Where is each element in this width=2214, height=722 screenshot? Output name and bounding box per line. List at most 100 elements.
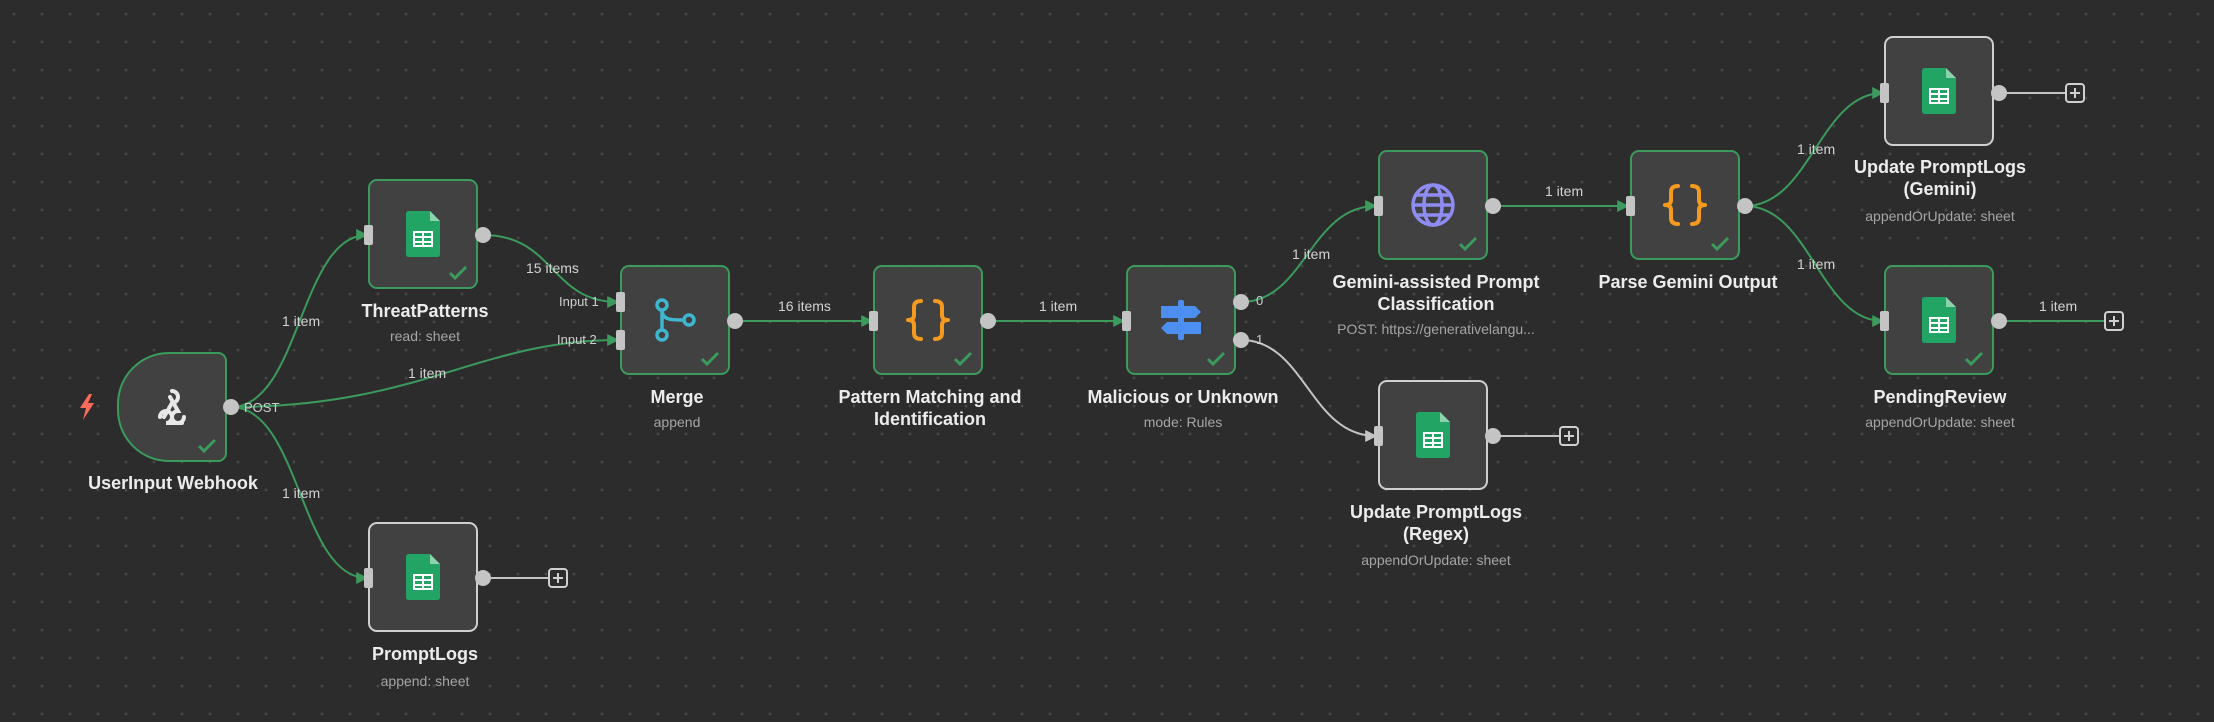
input-handle-2[interactable] <box>616 330 625 350</box>
google-sheets-icon <box>406 211 440 257</box>
connection-label: 1 item <box>408 365 447 381</box>
output-handle[interactable] <box>1991 313 2007 329</box>
output-handle[interactable] <box>1485 198 1501 214</box>
checkmark-icon <box>953 351 973 367</box>
node-title: Malicious or Unknown <box>1087 387 1279 407</box>
connection-label: 1 item <box>1797 256 1836 272</box>
google-sheets-icon <box>1416 412 1450 458</box>
connection-label: 1 item <box>2039 298 2078 314</box>
add-node-button[interactable] <box>1559 426 1579 446</box>
node-userinput-webhook[interactable] <box>117 352 227 462</box>
input-handle[interactable] <box>1122 311 1131 331</box>
node-threatpatterns[interactable] <box>368 179 478 289</box>
output-handle[interactable] <box>475 227 491 243</box>
node-title: ThreatPatterns <box>361 301 489 321</box>
node-update-promptlogs-gemini[interactable] <box>1884 36 1994 146</box>
connection-label: 16 items <box>778 298 831 314</box>
input-label-1: Input 1 <box>559 294 599 309</box>
node-title: PendingReview <box>1873 387 2007 407</box>
connection-label: 1 item <box>1039 298 1078 314</box>
input-handle[interactable] <box>1626 196 1635 216</box>
node-update-promptlogs-regex[interactable] <box>1378 380 1488 490</box>
connection-label: 1 item <box>1545 183 1584 199</box>
connection-switch-gemini <box>1240 200 1378 303</box>
output-label-post: POST <box>244 400 280 415</box>
add-icon <box>1564 431 1574 441</box>
code-braces-icon <box>906 299 950 341</box>
output-handle[interactable] <box>1991 85 2007 101</box>
output-handle[interactable] <box>1737 198 1753 214</box>
node-parse-gemini-output[interactable] <box>1630 150 1740 260</box>
checkmark-icon <box>1206 351 1226 367</box>
connection-threatpatterns-merge <box>482 234 620 308</box>
add-icon <box>2109 316 2119 326</box>
node-subtitle: append <box>653 414 701 430</box>
switch-icon <box>1161 300 1201 340</box>
node-subtitle: appendOrUpdate: sheet <box>1865 414 2015 430</box>
output-label-0: 0 <box>1256 293 1264 308</box>
node-subtitle: mode: Rules <box>1143 414 1223 430</box>
merge-icon <box>655 298 696 342</box>
output-handle[interactable] <box>223 399 239 415</box>
node-promptlogs[interactable] <box>368 522 478 632</box>
output-handle[interactable] <box>727 313 743 329</box>
node-title: Pattern Matching and Identification <box>838 387 1022 429</box>
google-sheets-icon <box>406 554 440 600</box>
input-handle-1[interactable] <box>616 292 625 312</box>
node-subtitle: POST: https://generativelangu... <box>1337 321 1535 337</box>
node-title: Gemini-assisted Prompt Classification <box>1332 272 1540 314</box>
node-title: Update PromptLogs (Regex) <box>1349 502 1522 544</box>
add-node-button[interactable] <box>548 568 568 588</box>
output-handle[interactable] <box>980 313 996 329</box>
connection-webhook-promptlogs <box>230 406 369 584</box>
input-label-2: Input 2 <box>557 332 597 347</box>
input-handle[interactable] <box>1880 311 1889 331</box>
node-pendingreview[interactable] <box>1884 265 1994 375</box>
node-malicious-or-unknown[interactable] <box>1126 265 1236 375</box>
input-handle[interactable] <box>1880 83 1889 103</box>
connection-label: 1 item <box>1292 246 1331 262</box>
output-handle-0[interactable] <box>1233 294 1249 310</box>
node-title: UserInput Webhook <box>88 473 258 493</box>
add-node-button[interactable] <box>2104 311 2124 331</box>
node-title: PromptLogs <box>372 644 478 664</box>
input-handle[interactable] <box>869 311 878 331</box>
google-sheets-icon <box>1922 68 1956 114</box>
connection-parse-pending <box>1744 205 1885 327</box>
connection-switch-regex <box>1240 339 1378 442</box>
connection-label: 1 item <box>282 485 321 501</box>
node-title: Merge <box>650 387 704 407</box>
input-handle[interactable] <box>364 568 373 588</box>
output-label-1: 1 <box>1256 332 1264 347</box>
code-braces-icon <box>1663 184 1707 226</box>
node-pattern-matching[interactable] <box>873 265 983 375</box>
input-handle[interactable] <box>364 225 373 245</box>
connection-webhook-merge <box>230 334 620 408</box>
connection-label: 1 item <box>1797 141 1836 157</box>
checkmark-icon <box>197 438 217 454</box>
output-handle-1[interactable] <box>1233 332 1249 348</box>
output-handle[interactable] <box>1485 428 1501 444</box>
add-icon <box>553 573 563 583</box>
connection-label: 1 item <box>282 313 321 329</box>
checkmark-icon <box>1964 351 1984 367</box>
output-handle[interactable] <box>475 570 491 586</box>
node-merge[interactable] <box>620 265 730 375</box>
node-title: Parse Gemini Output <box>1598 272 1778 292</box>
add-icon <box>2070 88 2080 98</box>
add-node-button[interactable] <box>2065 83 2085 103</box>
node-subtitle: appendOrUpdate: sheet <box>1865 208 2015 224</box>
node-subtitle: appendOrUpdate: sheet <box>1361 552 1511 568</box>
checkmark-icon <box>700 351 720 367</box>
connection-webhook-threatpatterns <box>230 229 369 408</box>
input-handle[interactable] <box>1374 196 1383 216</box>
checkmark-icon <box>1710 236 1730 252</box>
webhook-icon <box>158 389 186 425</box>
connection-label: 15 items <box>526 260 579 276</box>
input-handle[interactable] <box>1374 426 1383 446</box>
checkmark-icon <box>448 265 468 281</box>
node-gemini-classification[interactable] <box>1378 150 1488 260</box>
checkmark-icon <box>1458 236 1478 252</box>
connection-parse-update <box>1744 87 1885 207</box>
